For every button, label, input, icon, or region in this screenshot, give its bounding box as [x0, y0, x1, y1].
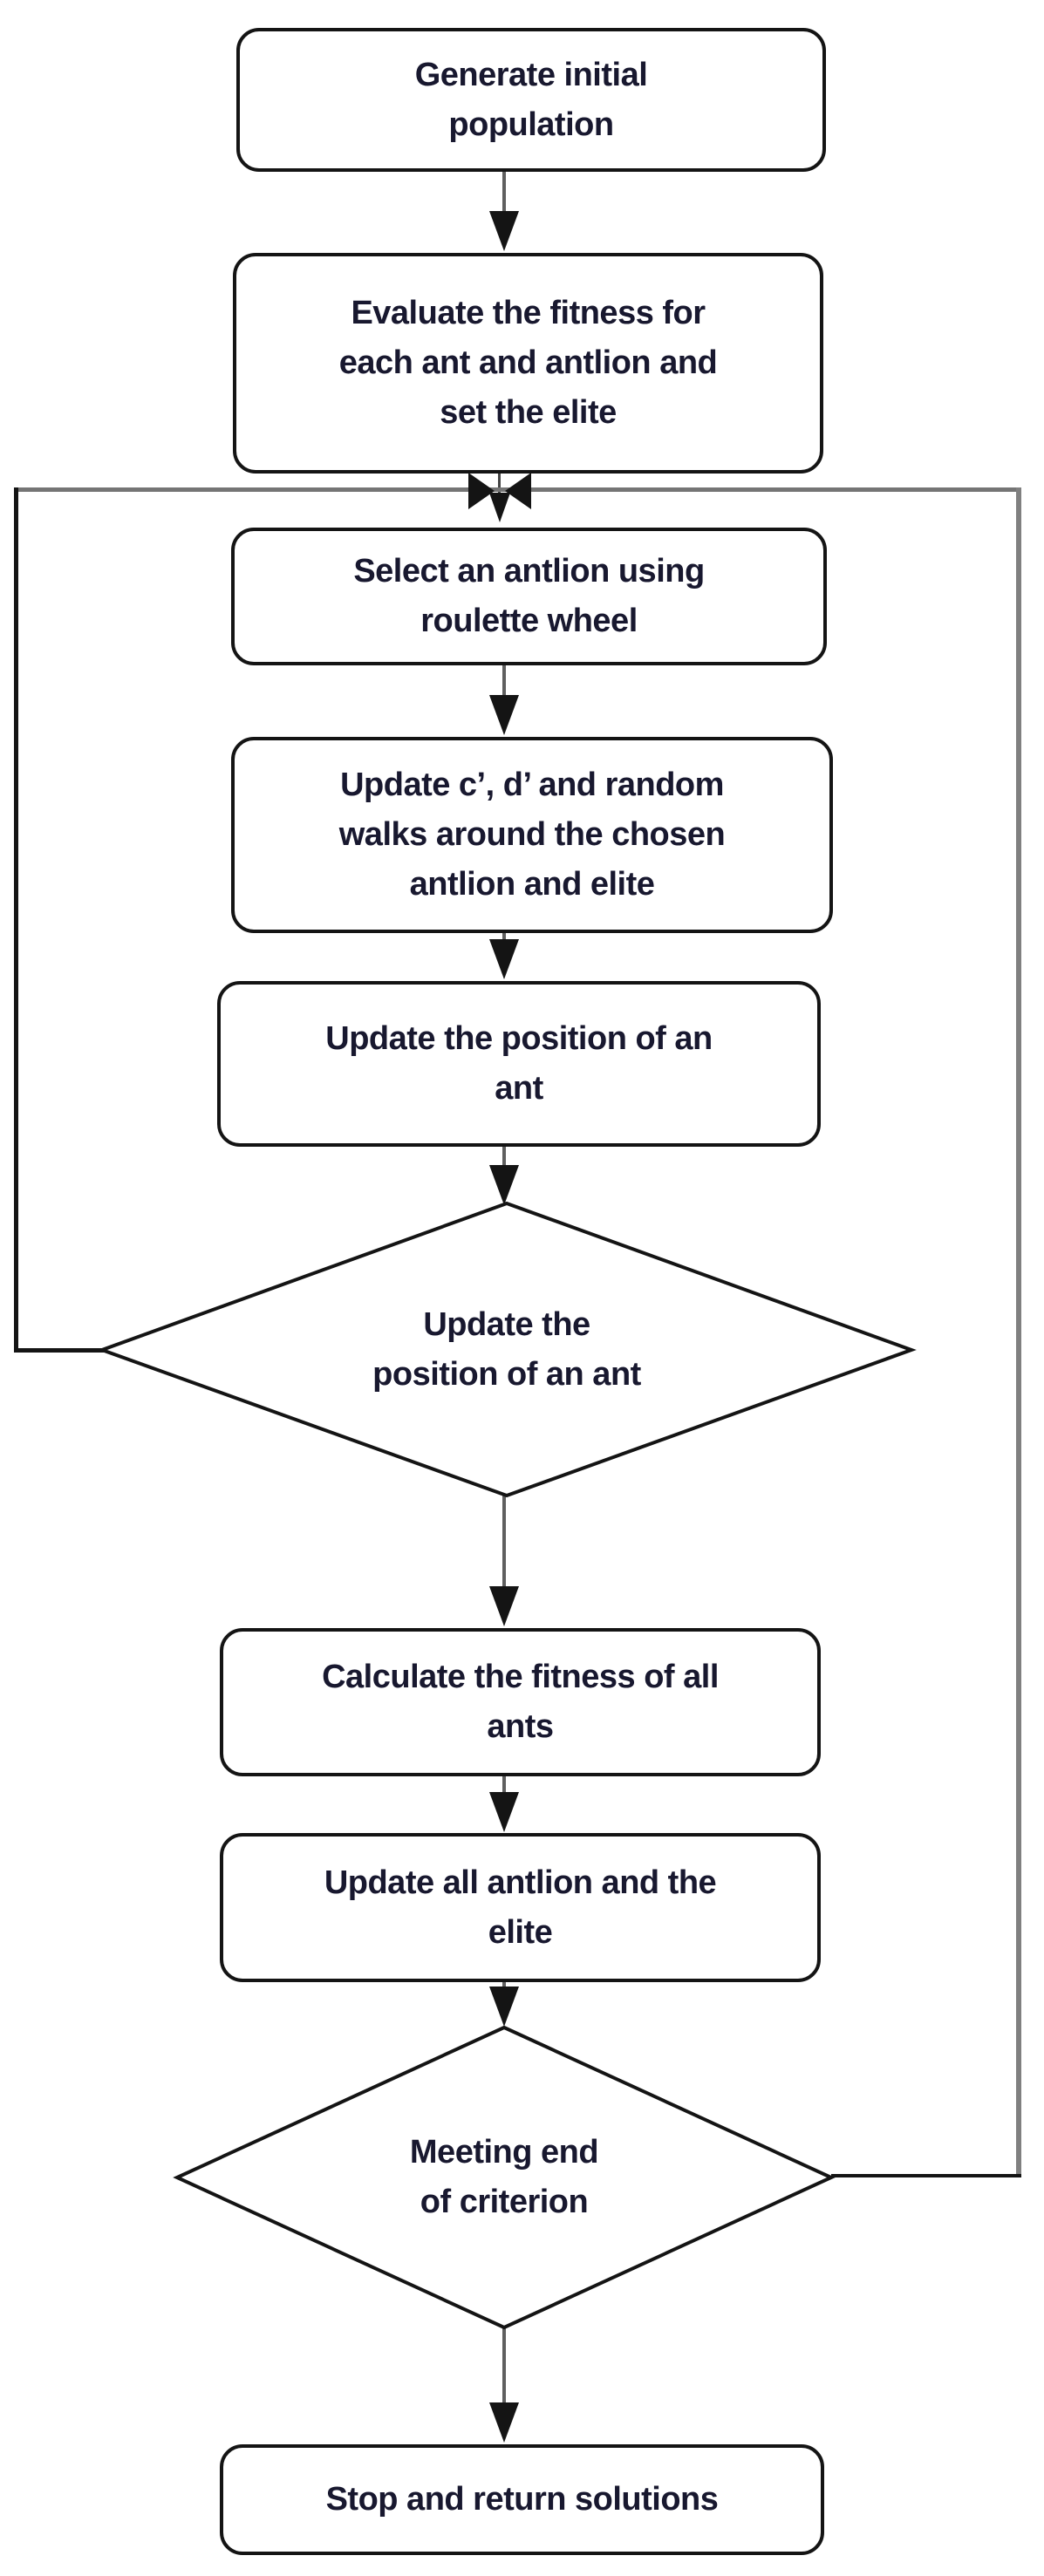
- node-label: Update all antlion and the elite: [324, 1858, 717, 1958]
- decision-label-update-position: Update the position of an ant: [201, 1300, 812, 1400]
- label-line: population: [448, 106, 614, 143]
- node-label: Update c’, d’ and random walks around th…: [339, 760, 726, 910]
- label-line: Evaluate the fitness for: [351, 295, 706, 331]
- label-line: antlion and elite: [409, 866, 655, 903]
- arrowhead-n4-n5: [489, 939, 519, 979]
- decision-diamond-update-position: [97, 1201, 917, 1498]
- connector-n3-n4: [502, 665, 506, 697]
- label-line: ant: [495, 1070, 543, 1107]
- label-line: Stop and return solutions: [325, 2481, 719, 2518]
- label-line: Update all antlion and the: [324, 1864, 717, 1901]
- arrowhead-n7-d2: [489, 1987, 519, 2027]
- node-update-random-walks: Update c’, d’ and random walks around th…: [231, 737, 833, 933]
- node-select-antlion-roulette: Select an antlion using roulette wheel: [231, 528, 827, 665]
- label-line: Select an antlion using: [353, 553, 705, 589]
- node-label: Calculate the fitness of all ants: [322, 1653, 719, 1752]
- node-update-ant-position: Update the position of an ant: [217, 981, 821, 1147]
- connector-n7-d2: [502, 1982, 506, 1988]
- arrowhead-n5-d1: [489, 1165, 519, 1205]
- node-label: Update the position of an ant: [325, 1014, 713, 1114]
- node-generate-initial-population: Generate initial population: [236, 28, 826, 172]
- label-line: of criterion: [420, 2184, 589, 2220]
- arrowhead-n3-n4: [489, 695, 519, 735]
- connector-d2-n8: [502, 2327, 506, 2404]
- node-label: Evaluate the fitness for each ant and an…: [339, 289, 718, 438]
- loopback-right-vertical-line: [1016, 487, 1021, 2177]
- loopback-left-horizontal-line: [14, 1348, 106, 1353]
- label-line: walks around the chosen: [338, 816, 726, 853]
- label-line: Generate initial: [414, 56, 648, 93]
- connector-d1-n6: [502, 1496, 506, 1588]
- merge-arrowhead-down-icon: [489, 493, 510, 522]
- arrowhead-d1-n6: [489, 1586, 519, 1626]
- label-line: Update c’, d’ and random: [340, 767, 724, 803]
- node-calculate-fitness-all-ants: Calculate the fitness of all ants: [220, 1628, 821, 1776]
- arrowhead-d2-n8: [489, 2402, 519, 2443]
- label-line: Update the position of an: [325, 1020, 713, 1057]
- label-line: Calculate the fitness of all: [322, 1659, 719, 1695]
- node-evaluate-fitness-set-elite: Evaluate the fitness for each ant and an…: [233, 253, 823, 474]
- connector-n6-n7: [502, 1776, 506, 1794]
- label-line: elite: [488, 1913, 553, 1951]
- node-label: Generate initial population: [415, 51, 648, 150]
- loopback-right-horizontal-line: [831, 2174, 1021, 2177]
- node-label: Stop and return solutions: [326, 2475, 719, 2525]
- label-line: Update the: [423, 1306, 590, 1343]
- arrowhead-n6-n7: [489, 1792, 519, 1832]
- label-line: position of an ant: [372, 1356, 641, 1393]
- label-line: Meeting end: [409, 2134, 599, 2171]
- decision-diamond-meeting-end-criterion: [173, 2025, 836, 2330]
- node-update-antlion-elite: Update all antlion and the elite: [220, 1833, 821, 1982]
- connector-n2-merge: [498, 474, 501, 494]
- connector-n1-n2: [502, 172, 506, 215]
- arrowhead-n1-n2: [489, 211, 519, 251]
- decision-label-meeting-end-criterion: Meeting end of criterion: [199, 2128, 809, 2227]
- label-line: roulette wheel: [420, 603, 638, 639]
- label-line: set the elite: [440, 394, 617, 431]
- connector-n4-n5: [502, 933, 506, 941]
- connector-n5-d1: [502, 1147, 506, 1168]
- loopback-left-vertical-line: [14, 487, 18, 1353]
- node-stop-return-solutions: Stop and return solutions: [220, 2444, 824, 2555]
- label-line: each ant and antlion and: [338, 344, 718, 381]
- label-line: ants: [487, 1708, 554, 1745]
- node-label: Select an antlion using roulette wheel: [353, 547, 705, 646]
